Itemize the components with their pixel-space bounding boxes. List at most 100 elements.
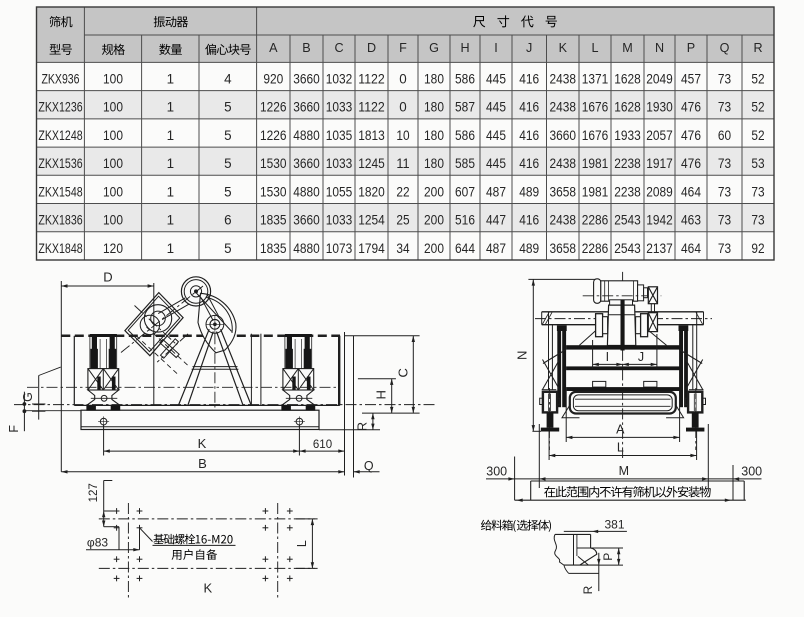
svg-text:Q: Q bbox=[720, 41, 730, 55]
svg-text:1917: 1917 bbox=[646, 156, 673, 171]
svg-text:1032: 1032 bbox=[326, 71, 353, 86]
svg-text:2238: 2238 bbox=[614, 156, 641, 171]
svg-text:52: 52 bbox=[751, 128, 764, 143]
svg-text:487: 487 bbox=[486, 184, 506, 199]
svg-text:127: 127 bbox=[88, 483, 100, 502]
svg-text:585: 585 bbox=[455, 156, 475, 171]
svg-text:L: L bbox=[295, 540, 309, 547]
svg-text:100: 100 bbox=[103, 100, 123, 115]
svg-text:5: 5 bbox=[224, 156, 231, 171]
svg-text:73: 73 bbox=[751, 184, 764, 199]
svg-text:C: C bbox=[395, 368, 410, 377]
svg-text:1254: 1254 bbox=[358, 213, 385, 228]
svg-text:1676: 1676 bbox=[582, 100, 609, 115]
svg-text:1794: 1794 bbox=[358, 241, 385, 256]
svg-text:416: 416 bbox=[519, 213, 539, 228]
svg-text:445: 445 bbox=[486, 71, 506, 86]
svg-text:L: L bbox=[617, 441, 624, 455]
svg-text:1942: 1942 bbox=[646, 213, 673, 228]
svg-text:200: 200 bbox=[424, 213, 444, 228]
svg-text:2137: 2137 bbox=[646, 241, 673, 256]
svg-text:34: 34 bbox=[396, 241, 410, 256]
svg-text:1628: 1628 bbox=[614, 100, 641, 115]
svg-text:607: 607 bbox=[455, 184, 475, 199]
svg-text:L: L bbox=[591, 41, 598, 55]
svg-text:2438: 2438 bbox=[550, 156, 577, 171]
svg-text:447: 447 bbox=[486, 213, 506, 228]
svg-text:1933: 1933 bbox=[614, 128, 641, 143]
svg-text:60: 60 bbox=[718, 128, 731, 143]
svg-text:ZKX1848: ZKX1848 bbox=[38, 241, 82, 256]
svg-text:ZKX1836: ZKX1836 bbox=[38, 213, 82, 228]
svg-text:73: 73 bbox=[718, 156, 731, 171]
svg-text:4880: 4880 bbox=[293, 184, 320, 199]
svg-text:586: 586 bbox=[455, 128, 475, 143]
svg-text:H: H bbox=[460, 41, 469, 55]
svg-text:200: 200 bbox=[424, 241, 444, 256]
svg-text:381: 381 bbox=[604, 518, 624, 532]
svg-text:487: 487 bbox=[486, 241, 506, 256]
svg-text:1371: 1371 bbox=[582, 71, 609, 86]
svg-text:1122: 1122 bbox=[358, 100, 385, 115]
svg-text:3660: 3660 bbox=[293, 156, 320, 171]
svg-text:416: 416 bbox=[519, 156, 539, 171]
svg-text:73: 73 bbox=[718, 100, 731, 115]
svg-text:1820: 1820 bbox=[358, 184, 385, 199]
svg-text:0: 0 bbox=[399, 71, 406, 86]
svg-text:ZKX936: ZKX936 bbox=[42, 71, 80, 86]
svg-text:1: 1 bbox=[167, 100, 174, 115]
svg-text:1035: 1035 bbox=[326, 128, 353, 143]
svg-text:2286: 2286 bbox=[582, 213, 609, 228]
svg-text:1: 1 bbox=[167, 71, 174, 86]
svg-text:M: M bbox=[619, 464, 629, 478]
svg-text:10: 10 bbox=[396, 128, 409, 143]
svg-text:1033: 1033 bbox=[326, 100, 353, 115]
svg-text:H: H bbox=[373, 390, 388, 399]
svg-text:1073: 1073 bbox=[326, 241, 353, 256]
svg-text:476: 476 bbox=[681, 128, 701, 143]
svg-text:B: B bbox=[198, 456, 207, 471]
svg-text:2543: 2543 bbox=[614, 241, 641, 256]
svg-text:100: 100 bbox=[103, 213, 123, 228]
svg-text:G: G bbox=[429, 41, 439, 55]
svg-text:416: 416 bbox=[519, 71, 539, 86]
svg-text:464: 464 bbox=[681, 241, 701, 256]
svg-text:73: 73 bbox=[751, 213, 764, 228]
svg-text:1245: 1245 bbox=[358, 156, 385, 171]
svg-text:A: A bbox=[269, 41, 278, 55]
svg-text:1981: 1981 bbox=[582, 156, 609, 171]
svg-text:D: D bbox=[103, 270, 112, 285]
svg-text:2286: 2286 bbox=[582, 241, 609, 256]
svg-text:180: 180 bbox=[424, 128, 444, 143]
svg-text:K: K bbox=[203, 580, 212, 595]
svg-text:2057: 2057 bbox=[646, 128, 673, 143]
svg-text:J: J bbox=[638, 350, 644, 364]
svg-text:11: 11 bbox=[396, 156, 409, 171]
svg-text:1033: 1033 bbox=[326, 213, 353, 228]
svg-text:G: G bbox=[21, 392, 35, 402]
svg-text:ZKX1548: ZKX1548 bbox=[38, 184, 82, 199]
svg-text:73: 73 bbox=[718, 71, 731, 86]
svg-text:3660: 3660 bbox=[293, 71, 320, 86]
svg-text:0: 0 bbox=[399, 100, 406, 115]
svg-text:3660: 3660 bbox=[550, 128, 577, 143]
svg-text:ZKX1236: ZKX1236 bbox=[38, 100, 82, 115]
svg-text:120: 120 bbox=[103, 241, 123, 256]
svg-text:4880: 4880 bbox=[293, 128, 320, 143]
svg-text:4880: 4880 bbox=[293, 241, 320, 256]
svg-text:1226: 1226 bbox=[260, 100, 287, 115]
svg-text:P: P bbox=[601, 553, 615, 561]
svg-text:K: K bbox=[559, 41, 568, 55]
svg-text:Q: Q bbox=[364, 459, 374, 473]
svg-text:3660: 3660 bbox=[293, 213, 320, 228]
svg-text:463: 463 bbox=[681, 213, 701, 228]
svg-text:I: I bbox=[606, 350, 609, 364]
svg-text:ZKX1248: ZKX1248 bbox=[38, 128, 82, 143]
svg-text:1813: 1813 bbox=[358, 128, 385, 143]
svg-text:476: 476 bbox=[681, 100, 701, 115]
svg-text:1981: 1981 bbox=[582, 184, 609, 199]
svg-text:M: M bbox=[622, 41, 633, 55]
svg-text:1530: 1530 bbox=[260, 156, 287, 171]
svg-text:100: 100 bbox=[103, 156, 123, 171]
svg-text:5: 5 bbox=[224, 184, 231, 199]
